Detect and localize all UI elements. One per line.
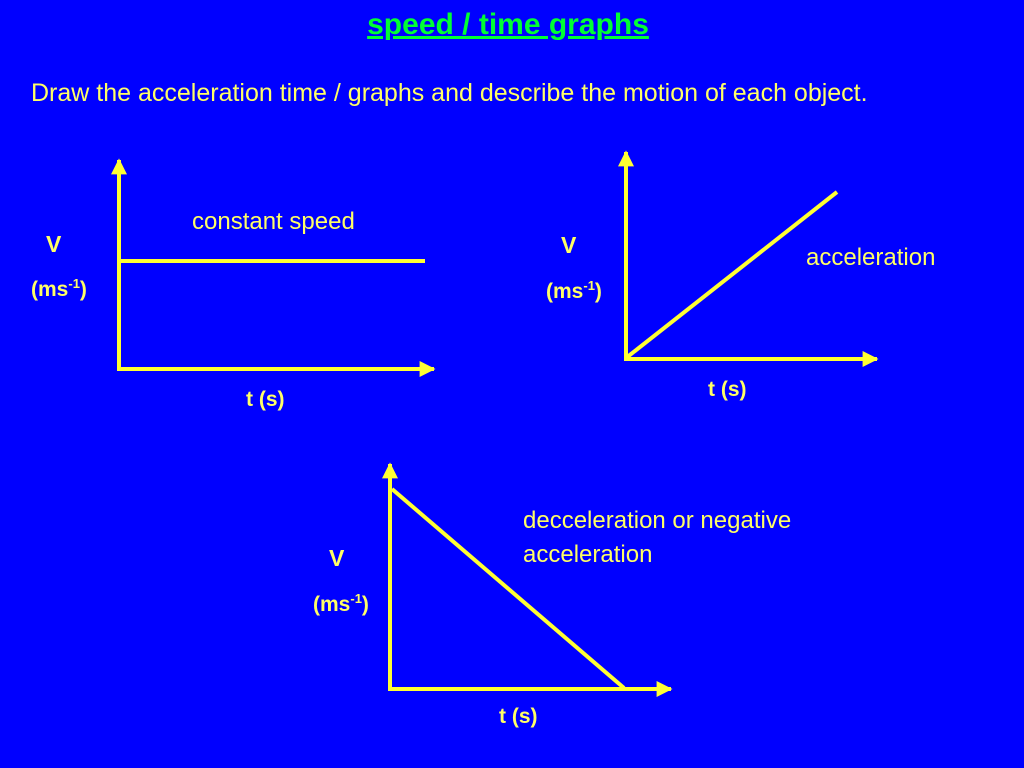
- y-axis-unit: (ms-1): [546, 278, 602, 303]
- speed-line-decreasing: [390, 487, 626, 690]
- x-axis-label: t (s): [246, 388, 285, 411]
- speed-line-increasing: [624, 190, 839, 360]
- instruction-text: Draw the acceleration time / graphs and …: [31, 79, 868, 107]
- graph-deceleration: [382, 462, 673, 697]
- caption-constant-speed: constant speed: [192, 208, 355, 235]
- caption-deceleration-line1: decceleration or negative: [523, 507, 792, 534]
- y-axis-symbol: V: [46, 231, 62, 257]
- x-axis-label: t (s): [708, 378, 747, 401]
- graph-acceleration: [618, 150, 879, 367]
- y-axis-unit: (ms-1): [31, 276, 87, 301]
- slide-title: speed / time graphs: [367, 8, 649, 41]
- y-axis-symbol: V: [329, 545, 345, 571]
- caption-deceleration-line2: acceleration: [523, 541, 653, 568]
- y-axis-symbol: V: [561, 232, 577, 258]
- caption-acceleration: acceleration: [806, 244, 936, 271]
- x-axis-label: t (s): [499, 705, 538, 728]
- graph-constant-speed: [111, 158, 436, 377]
- y-axis-unit: (ms-1): [313, 591, 369, 616]
